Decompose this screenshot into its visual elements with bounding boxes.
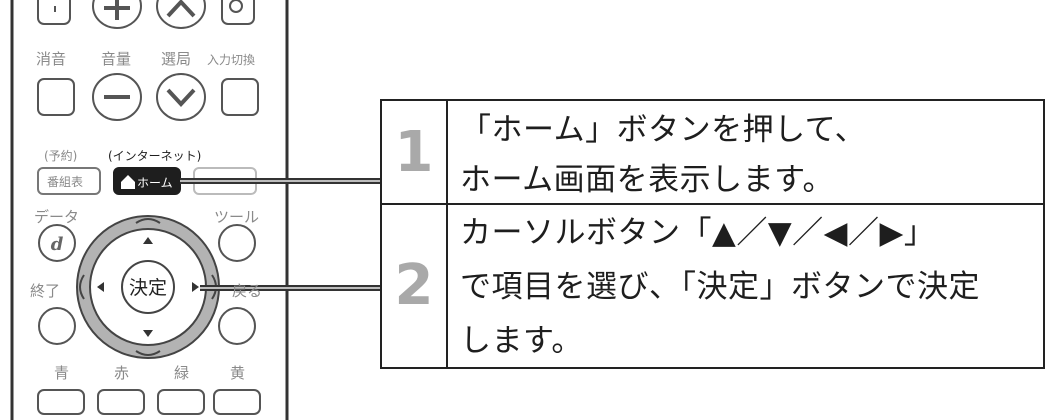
blue-button[interactable] bbox=[37, 389, 85, 415]
green-button[interactable] bbox=[157, 389, 205, 415]
exit-label: 終了 bbox=[30, 282, 60, 300]
tool-label: ツール bbox=[214, 208, 259, 226]
step-2-line-3: します。 bbox=[460, 323, 583, 359]
arrow-down-icon bbox=[143, 330, 153, 337]
red-button[interactable] bbox=[97, 389, 145, 415]
step-1: 1 「ホーム」ボタンを押して、 ホーム画面を表示します。 bbox=[382, 101, 1043, 205]
input-button[interactable] bbox=[221, 78, 259, 116]
exit-button[interactable] bbox=[38, 307, 76, 345]
enter-label: 決定 bbox=[129, 277, 167, 299]
house-icon bbox=[121, 175, 135, 189]
program-guide-label: 番組表 bbox=[47, 175, 83, 189]
volume-down-button[interactable] bbox=[92, 73, 142, 121]
data-button[interactable] bbox=[38, 224, 76, 262]
step-1-text: 「ホーム」ボタンを押して、 ホーム画面を表示します。 bbox=[448, 101, 1043, 203]
top-left-button[interactable] bbox=[37, 0, 71, 25]
search-icon bbox=[229, 0, 243, 13]
channel-label: 選局 bbox=[161, 50, 191, 68]
arrow-left-icon bbox=[97, 282, 104, 292]
step-1-line-1: 「ホーム」ボタンを押して、 bbox=[460, 112, 867, 148]
volume-label: 音量 bbox=[101, 50, 131, 68]
step-2-number: 2 bbox=[382, 203, 448, 367]
step-2-text: カーソルボタン「▲／▼／◀／▶」 で項目を選び、「決定」ボタンで決定 します。 bbox=[448, 203, 1043, 367]
internet-label: (インターネット) bbox=[108, 149, 201, 163]
tool-button[interactable] bbox=[218, 224, 256, 262]
arrow-up-icon bbox=[143, 237, 153, 244]
dpad-arrows bbox=[97, 237, 199, 337]
back-button[interactable] bbox=[218, 307, 256, 345]
mute-button[interactable] bbox=[37, 78, 75, 116]
mute-label: 消音 bbox=[36, 50, 66, 68]
instruction-steps-box: 1 「ホーム」ボタンを押して、 ホーム画面を表示します。 2 カーソルボタン「▲… bbox=[380, 99, 1045, 369]
input-label: 入力切換 bbox=[207, 53, 255, 67]
step-1-number: 1 bbox=[382, 101, 448, 203]
blue-label: 青 bbox=[54, 364, 69, 382]
step-2-line-2: で項目を選び、「決定」ボタンで決定 bbox=[460, 269, 980, 305]
green-label: 緑 bbox=[174, 364, 189, 382]
reserve-label: (予約) bbox=[44, 148, 77, 163]
yellow-label: 黄 bbox=[230, 364, 245, 382]
home-label: ホーム bbox=[137, 176, 173, 190]
chevron-up-icon bbox=[166, 0, 196, 18]
program-guide-button[interactable] bbox=[37, 167, 101, 195]
step-2-line-1: カーソルボタン「▲／▼／◀／▶」 bbox=[460, 215, 936, 251]
arrow-right-icon bbox=[192, 282, 199, 292]
step-2: 2 カーソルボタン「▲／▼／◀／▶」 で項目を選び、「決定」ボタンで決定 します… bbox=[382, 203, 1043, 367]
enter-button[interactable] bbox=[121, 260, 175, 314]
chevron-down-icon bbox=[166, 88, 196, 107]
red-label: 赤 bbox=[114, 364, 129, 382]
yellow-button[interactable] bbox=[213, 389, 261, 415]
step-1-line-2: ホーム画面を表示します。 bbox=[460, 162, 834, 198]
top-row-icons bbox=[54, 0, 243, 20]
top-right-button[interactable] bbox=[221, 0, 255, 25]
back-label: 戻る bbox=[232, 282, 262, 300]
channel-down-button[interactable] bbox=[156, 73, 206, 121]
remote-control-illustration: 消音 音量 選局 入力切換 (予約) (インターネット) 番組表 ホーム データ… bbox=[10, 0, 380, 420]
channel-up-button[interactable] bbox=[156, 0, 206, 29]
data-button-icon: d bbox=[51, 234, 64, 255]
data-label: データ bbox=[34, 208, 79, 226]
volume-up-button[interactable] bbox=[92, 0, 142, 29]
